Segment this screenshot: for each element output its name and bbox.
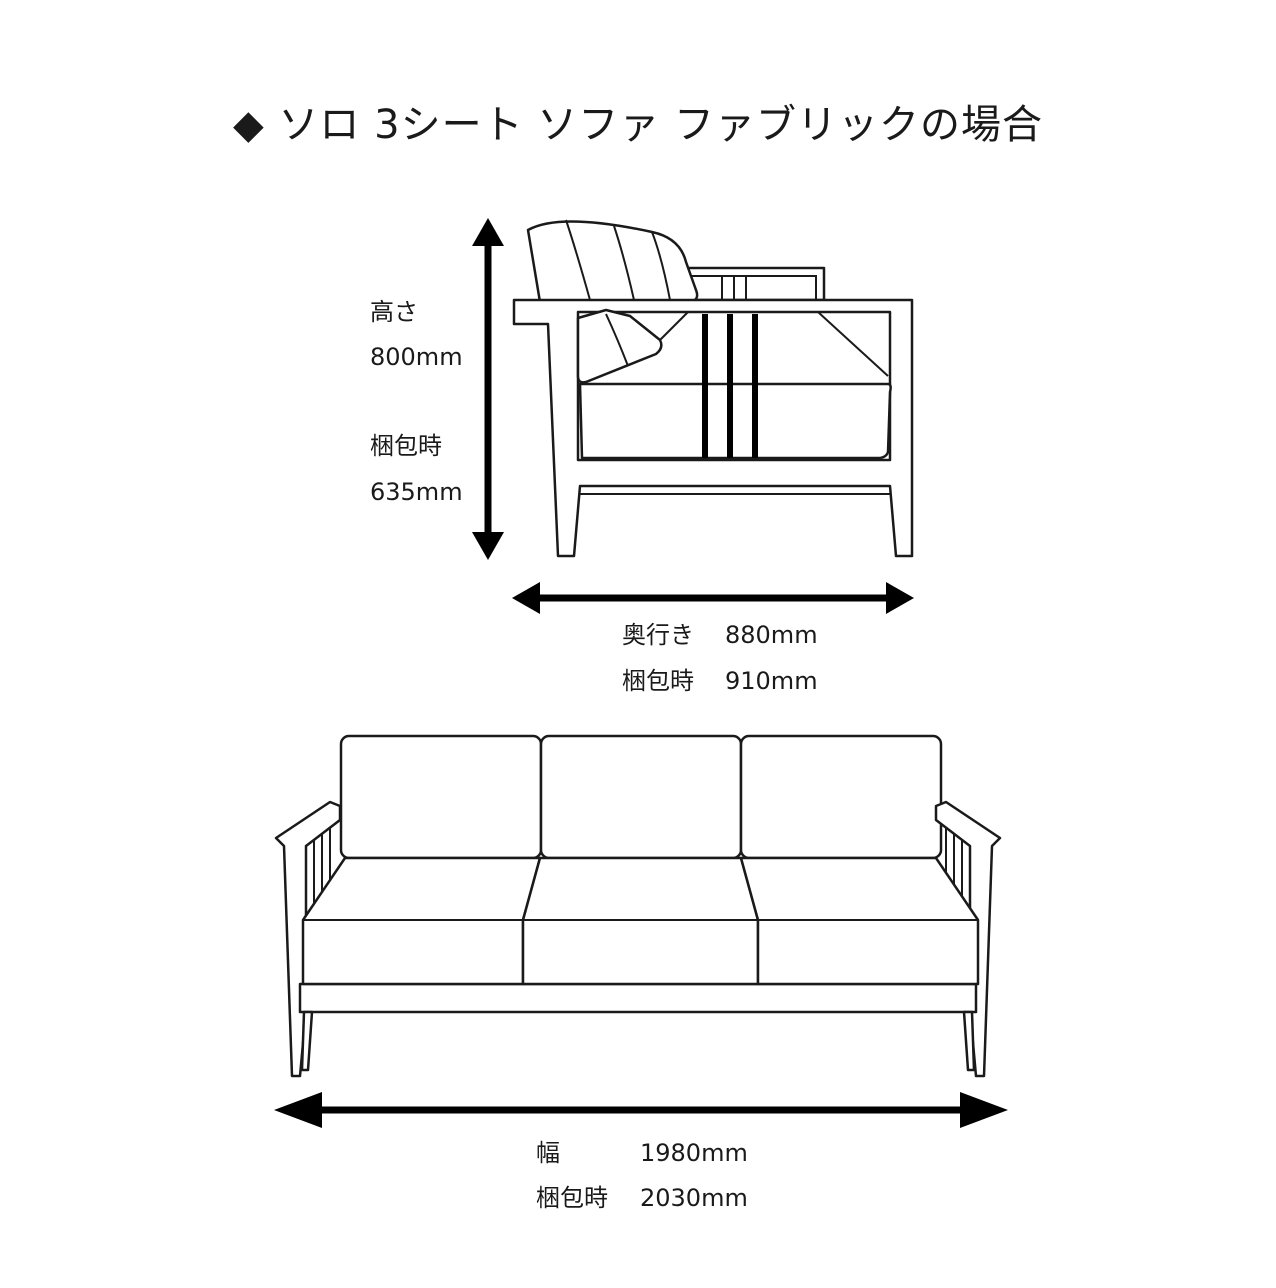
depth-value: 880mm (725, 621, 818, 649)
height-value: 800mm (370, 343, 463, 371)
height-packed-label: 梱包時 (370, 432, 442, 460)
height-packed-value: 635mm (370, 478, 463, 506)
depth-packed-value: 910mm (725, 667, 818, 695)
height-dimension-arrow (472, 218, 504, 560)
sofa-front-view (274, 734, 1002, 1078)
width-value: 1980mm (640, 1139, 748, 1167)
height-label: 高さ (370, 298, 418, 326)
width-packed-value: 2030mm (640, 1184, 748, 1212)
depth-label: 奥行き (622, 621, 694, 649)
page-title: ◆ ソロ 3シート ソファ ファブリックの場合 (232, 102, 1044, 148)
sofa-side-view (512, 219, 914, 558)
depth-packed-label: 梱包時 (622, 667, 694, 695)
width-label: 幅 (536, 1139, 560, 1167)
depth-dimension-arrow (512, 582, 914, 614)
width-dimension-arrow (274, 1092, 1008, 1128)
width-packed-label: 梱包時 (536, 1184, 608, 1212)
